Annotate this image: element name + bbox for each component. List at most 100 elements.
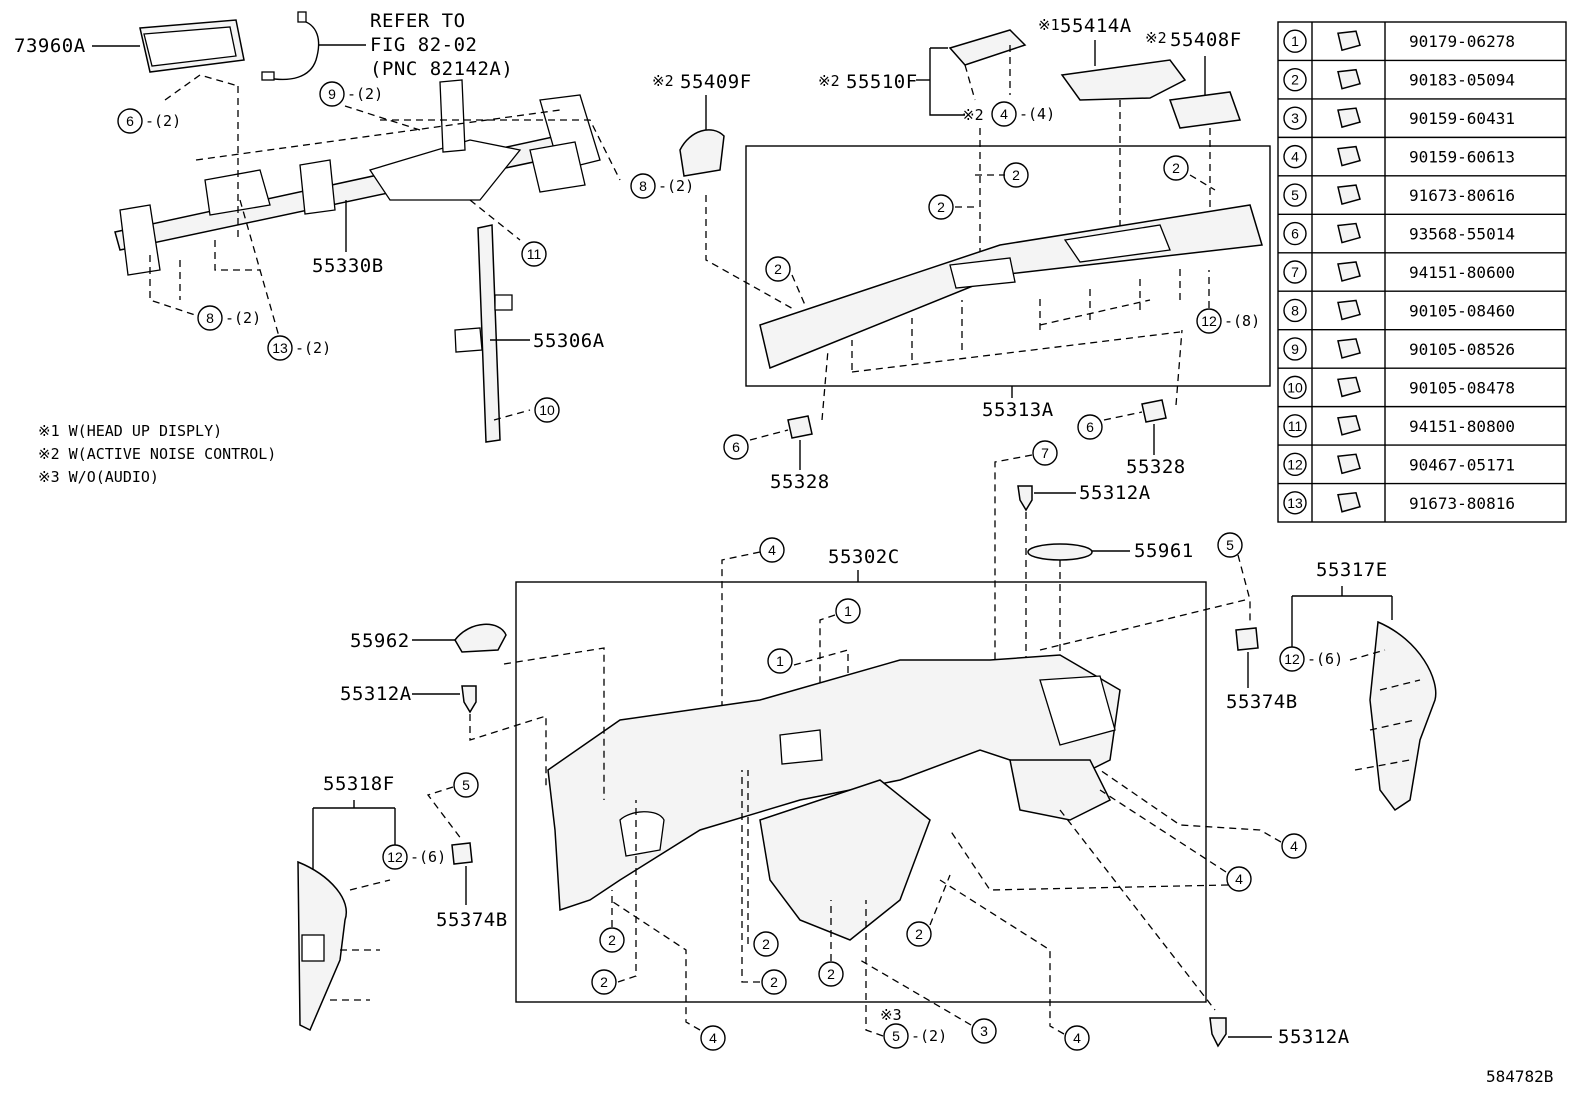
hud-assembly: [139, 11, 320, 81]
callout-7: 7: [1032, 440, 1058, 466]
row-number-circle: [1283, 144, 1307, 169]
row-number: 13: [1287, 495, 1303, 511]
marker-55409F: ※2: [652, 72, 674, 90]
svg-text:9: 9: [328, 86, 336, 102]
part-number: 90183-05094: [1409, 71, 1515, 90]
label-55313A: 55313A: [982, 399, 1054, 421]
callout-6-left: 6: [723, 434, 749, 460]
fastener-icon: [1337, 491, 1361, 513]
callout-6-right: 6: [1077, 414, 1103, 440]
fastener-table: [1277, 21, 1567, 523]
callout-8-bottom: 8 -(2): [197, 305, 261, 331]
part-number: 94151-80800: [1409, 417, 1515, 436]
label-55318F: 55318F: [323, 773, 395, 795]
row-number-circle: [1283, 298, 1307, 323]
label-55312A-left: 55312A: [340, 683, 412, 705]
row-number-circle: [1283, 375, 1307, 400]
part-number: 93568-55014: [1409, 225, 1515, 244]
svg-text:-(2): -(2): [347, 85, 383, 103]
bracket-55374B-left: [451, 842, 473, 865]
callout-5-right: 5: [1217, 532, 1243, 558]
svg-text:-(2): -(2): [145, 112, 181, 130]
part-number: 90105-08526: [1409, 340, 1515, 359]
callout-4-b2: 4: [1064, 1025, 1090, 1051]
svg-text:2: 2: [1172, 160, 1180, 176]
svg-text:1: 1: [844, 603, 852, 619]
row-number: 2: [1291, 72, 1299, 88]
label-73960A: 73960A: [14, 35, 86, 57]
diagram-id: 584782B: [1486, 1067, 1553, 1086]
table-row: 2 90183-05094: [1283, 67, 1515, 92]
svg-text:5: 5: [462, 777, 470, 793]
bracket-55374B-right: [1235, 627, 1259, 651]
fastener-icon: [1337, 261, 1361, 282]
svg-text:6: 6: [126, 113, 134, 129]
svg-text:13: 13: [272, 340, 288, 356]
callout-5-left: 5: [453, 772, 479, 798]
row-number-circle: [1283, 29, 1307, 53]
callout-10: 10: [534, 397, 560, 423]
clip-55328-right: [1141, 399, 1167, 423]
part-number: 90179-06278: [1409, 32, 1515, 51]
fastener-icon: [1337, 415, 1361, 436]
side-panel-55317E: [1369, 620, 1437, 812]
svg-text:12: 12: [387, 849, 403, 865]
svg-text:8: 8: [206, 310, 214, 326]
label-55312A-bottom: 55312A: [1278, 1026, 1350, 1048]
part-number: 90105-08460: [1409, 301, 1515, 320]
part-number: 94151-80600: [1409, 263, 1515, 282]
callout-1-a: 1: [835, 598, 861, 624]
callout-12-right: 12 -(6): [1279, 646, 1343, 672]
callout-2-l2: 2: [591, 969, 617, 995]
label-55328-right: 55328: [1126, 456, 1186, 478]
box-55313A: [745, 145, 1271, 387]
row-number: 4: [1291, 149, 1299, 165]
row-number-circle: [1283, 414, 1307, 438]
cover-55408F: [1168, 91, 1242, 129]
fastener-icon: [1337, 299, 1361, 321]
label-55414A: 55414A: [1060, 15, 1132, 37]
svg-text:4: 4: [1290, 838, 1298, 854]
clip-55328-left: [787, 415, 813, 439]
svg-text:12: 12: [1201, 313, 1217, 329]
note-3: ※3 W/O(AUDIO): [38, 468, 159, 486]
row-number-circle: [1283, 106, 1307, 130]
brace-55306A: [477, 224, 501, 443]
label-55312A-top: 55312A: [1079, 482, 1151, 504]
refer-line3: (PNC 82142A): [370, 58, 513, 80]
fastener-icon: [1337, 222, 1361, 244]
fastener-icon: [1337, 30, 1361, 52]
svg-text:2: 2: [762, 936, 770, 952]
marker-bolt5: ※3: [880, 1006, 902, 1024]
callout-1-b: 1: [767, 648, 793, 674]
svg-text:4: 4: [1073, 1030, 1081, 1046]
part-number: 90159-60431: [1409, 109, 1515, 128]
svg-text:2: 2: [1012, 167, 1020, 183]
refer-line1: REFER TO: [370, 10, 466, 32]
callout-2-u4: 2: [765, 256, 791, 282]
svg-text:-(2): -(2): [295, 339, 331, 357]
label-55962: 55962: [350, 630, 410, 652]
callout-2-u1: 2: [1003, 162, 1029, 188]
svg-text:2: 2: [937, 199, 945, 215]
label-55408F: 55408F: [1170, 29, 1242, 51]
cover-55510F: [948, 29, 1027, 66]
svg-text:4: 4: [1000, 106, 1008, 122]
marker-55510F: ※2: [818, 72, 840, 90]
callout-5-bottom: 5 -(2): [883, 1023, 947, 1049]
row-number: 5: [1291, 187, 1299, 203]
svg-text:6: 6: [732, 439, 740, 455]
callout-12-left: 12 -(6): [382, 844, 446, 870]
svg-text:-(6): -(6): [1307, 650, 1343, 668]
fastener-icon: [1337, 145, 1361, 167]
callout-4-r1: 4: [1281, 833, 1307, 859]
fastener-icon: [1337, 107, 1361, 129]
label-55409F: 55409F: [680, 71, 752, 93]
marker-55414A: ※1: [1038, 16, 1060, 34]
